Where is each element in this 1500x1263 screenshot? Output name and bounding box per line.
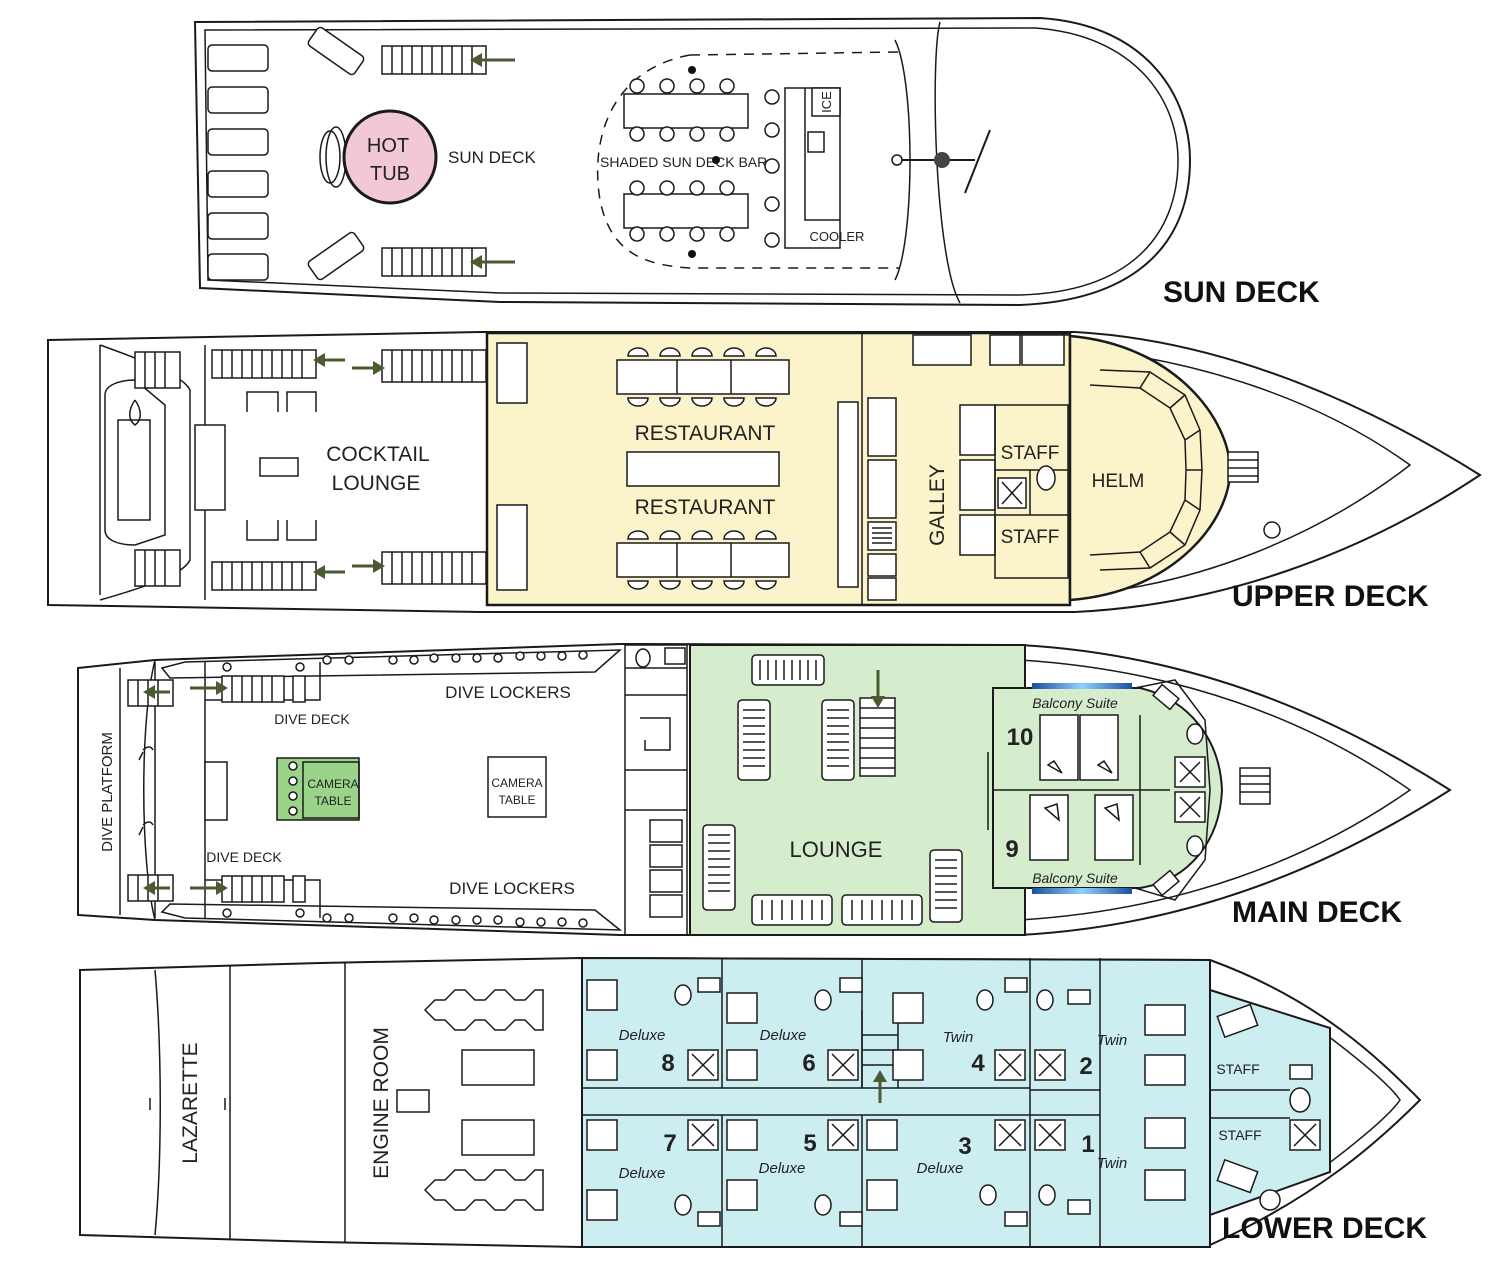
upper-deck-title: UPPER DECK <box>1232 580 1429 613</box>
bar-table-bottom <box>623 180 749 242</box>
cabin-furniture <box>586 977 1321 1227</box>
upper-deck-hull <box>47 331 1482 613</box>
cabin-1-type: Twin <box>1097 1155 1128 1172</box>
lower-deck-hull <box>79 956 1422 1249</box>
main-deck-hull <box>77 642 1452 936</box>
sun-bar-label: SHADED SUN DECK BAR <box>600 154 767 170</box>
sun-stairs-bottom <box>381 247 487 277</box>
helm-label: HELM <box>1092 471 1145 492</box>
staff-label-lower-1: STAFF <box>1216 1061 1259 1077</box>
balcony-label-2: Balcony Suite <box>1032 870 1118 886</box>
table-label-1: TABLE <box>314 794 351 808</box>
lazarette-label: LAZARETTE <box>179 1042 202 1163</box>
restaurant-label-2: RESTAURANT <box>635 496 776 519</box>
camera-label-2: CAMERA <box>491 776 542 790</box>
dive-lockers-label-2: DIVE LOCKERS <box>449 879 575 898</box>
bar-table-top <box>623 78 749 142</box>
restaurant-table-top <box>616 347 790 407</box>
balcony-label-1: Balcony Suite <box>1032 695 1118 711</box>
cabin-5-number: 5 <box>803 1130 816 1157</box>
sun-deck-hull <box>193 16 1192 307</box>
cabin-6-number: 6 <box>802 1050 815 1077</box>
restaurant-table-bottom <box>616 530 790 590</box>
galley-label: GALLEY <box>926 464 949 546</box>
cabin-4-number: 4 <box>971 1050 985 1077</box>
main-lounge-stairs <box>859 697 896 777</box>
dive-locker-dots <box>222 650 588 928</box>
cabin-5-type: Deluxe <box>759 1160 806 1177</box>
cocktail-label: COCKTAIL <box>326 443 429 466</box>
cocktail-chairs <box>246 391 317 541</box>
cabin-3-number: 3 <box>958 1133 971 1160</box>
restaurant-label-1: RESTAURANT <box>635 422 776 445</box>
main-washroom <box>624 644 688 936</box>
cabin-2-number: 2 <box>1079 1053 1092 1080</box>
cabin-8-number: 8 <box>661 1050 674 1077</box>
camera-label-1: CAMERA <box>307 777 358 791</box>
ice-label: ICE <box>819 91 834 113</box>
sun-loungers <box>207 26 365 281</box>
bar-stools <box>764 89 780 248</box>
cabin-7-type: Deluxe <box>619 1165 666 1182</box>
cabin-6-type: Deluxe <box>760 1027 807 1044</box>
cabin-number-10: 10 <box>1007 724 1034 751</box>
cabin-1-number: 1 <box>1081 1131 1094 1158</box>
hot-tub-label-hot: HOT <box>367 135 409 157</box>
cabin-8-type: Deluxe <box>619 1027 666 1044</box>
lounge-label-main: LOUNGE <box>790 837 883 862</box>
upper-deck: COCKTAIL LOUNGE RESTAURANT RESTAURANT <box>47 331 1482 613</box>
lower-deck: LAZARETTE ENGINE ROOM <box>79 956 1427 1249</box>
cabin-number-9: 9 <box>1005 836 1018 863</box>
camera-table-1: CAMERA TABLE <box>276 757 360 821</box>
cabin-7-number: 7 <box>663 1130 676 1157</box>
sun-deck-area-label: SUN DECK <box>448 148 537 167</box>
dive-lockers-label-1: DIVE LOCKERS <box>445 683 571 702</box>
sun-deck: HOT TUB SUN DECK SHADED SUN DECK BAR ICE <box>193 16 1320 309</box>
dive-deck-label-1: DIVE DECK <box>274 711 350 727</box>
lounge-sofas <box>702 654 963 926</box>
sun-deck-title: SUN DECK <box>1163 276 1320 309</box>
main-deck: DIVE PLATFORM <box>77 642 1452 936</box>
galley: GALLEY <box>867 334 1065 601</box>
dive-platform-label: DIVE PLATFORM <box>99 732 116 852</box>
staff-label-lower-2: STAFF <box>1218 1127 1261 1143</box>
cabin-4-type: Twin <box>943 1029 974 1046</box>
lower-cabin-labels: Deluxe 8 Deluxe 6 Twin 4 Twin 2 Deluxe 7… <box>619 1027 1128 1182</box>
tender-boat <box>104 379 166 546</box>
staff-label-upper-2: STAFF <box>1001 527 1060 548</box>
upper-stairs <box>134 349 487 591</box>
cooler-label: COOLER <box>810 229 865 244</box>
dive-deck-label-2: DIVE DECK <box>206 849 282 865</box>
sun-mast <box>891 129 991 194</box>
helm: HELM <box>1089 369 1203 571</box>
lounge-label-upper: LOUNGE <box>332 472 421 495</box>
camera-table-2: CAMERA TABLE <box>487 756 547 818</box>
hot-tub-label-tub: TUB <box>370 163 410 185</box>
table-label-2: TABLE <box>498 793 535 807</box>
engines <box>396 989 544 1211</box>
engine-room-label: ENGINE ROOM <box>370 1027 393 1179</box>
hot-tub: HOT TUB <box>319 109 438 205</box>
upper-staff-cabins: STAFF STAFF <box>994 404 1069 579</box>
cabin-2-type: Twin <box>1097 1032 1128 1049</box>
cabin-3-type: Deluxe <box>917 1160 964 1177</box>
main-deck-title: MAIN DECK <box>1232 896 1402 929</box>
bar-counter: ICE COOLER <box>784 87 865 249</box>
staff-label-upper-1: STAFF <box>1001 443 1060 464</box>
balcony-suites: Balcony Suite Balcony Suite 10 9 <box>987 679 1224 901</box>
lower-deck-title: LOWER DECK <box>1222 1212 1427 1245</box>
